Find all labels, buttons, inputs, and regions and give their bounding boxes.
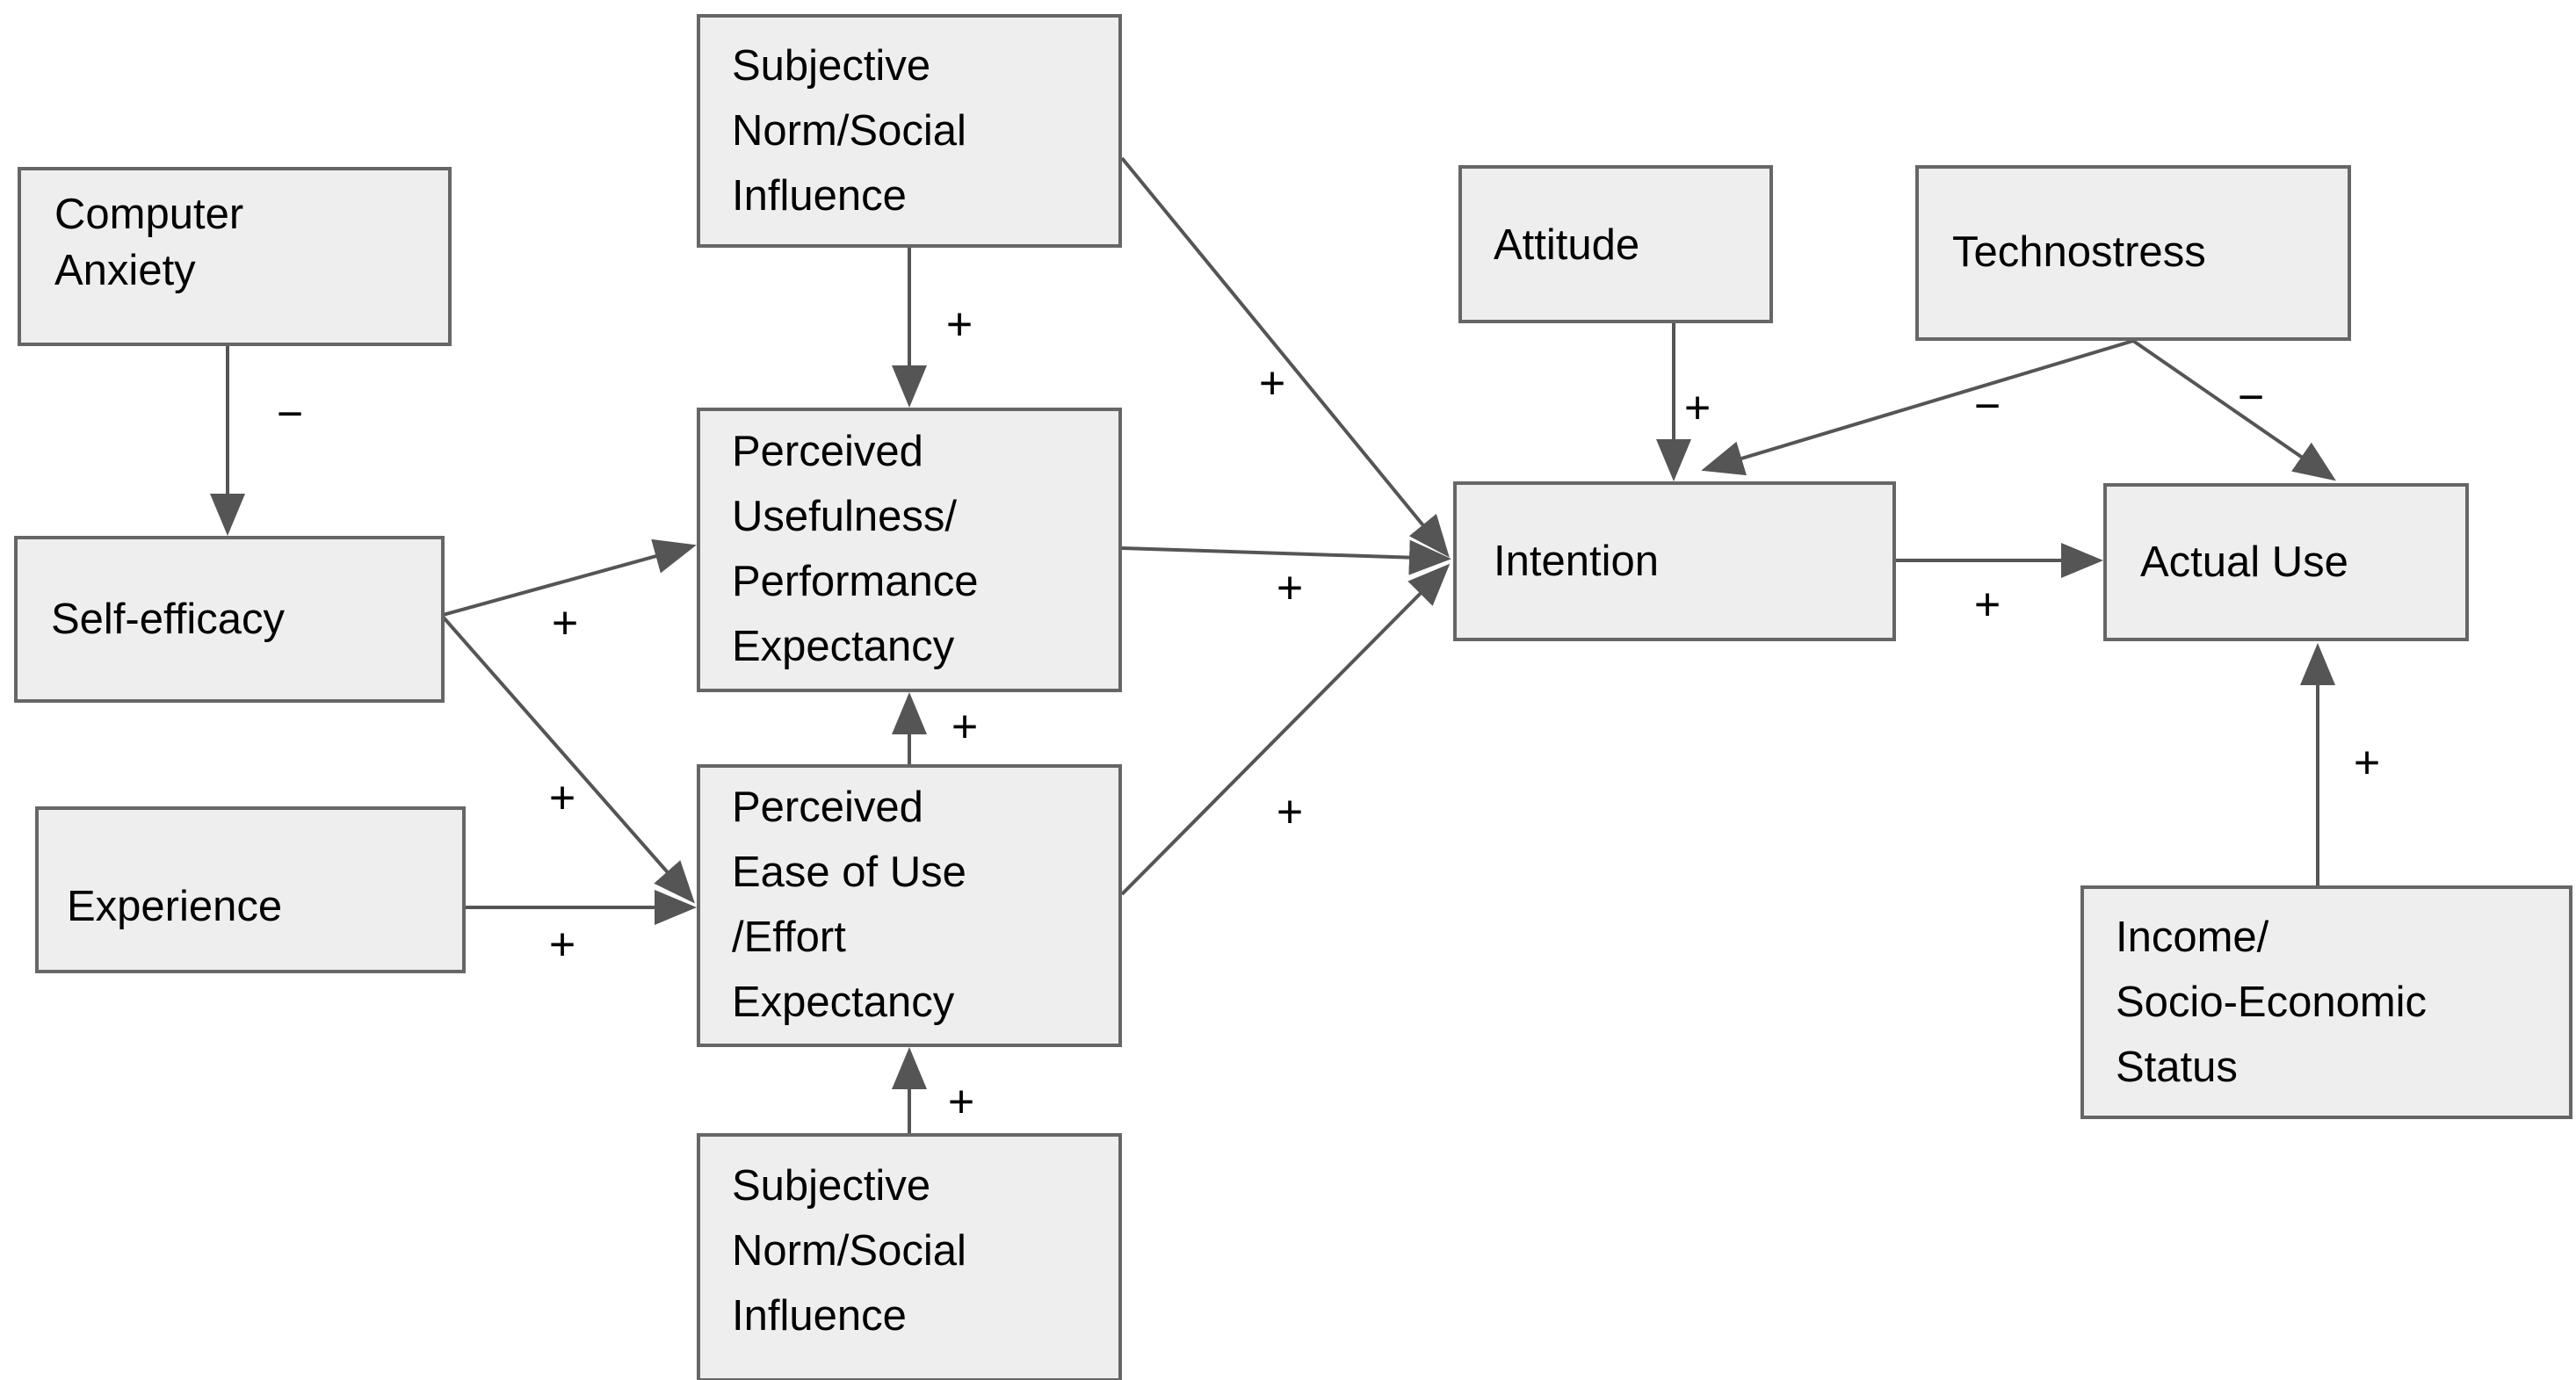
node-perceived-ease-of-use[interactable]: Perceived Ease of Use /Effort Expectancy <box>697 764 1122 1047</box>
node-perceived-usefulness[interactable]: Perceived Usefulness/ Performance Expect… <box>697 408 1122 692</box>
edge-sign-peou-to-pu: + <box>952 702 978 753</box>
edge-sn-top-to-intention <box>1120 156 1450 558</box>
nodes-layer: Computer Anxiety Self-efficacy Experienc… <box>14 14 2572 1380</box>
node-box[interactable] <box>697 14 1122 248</box>
node-label-line: Self-efficacy <box>51 596 285 643</box>
node-box[interactable] <box>697 408 1122 692</box>
node-label-line: Expectancy <box>732 623 955 670</box>
node-label-line: Technostress <box>1952 228 2206 276</box>
edge-sign-peou-to-intention: + <box>1277 787 1303 838</box>
node-label-line: Norm/Social <box>732 1227 966 1275</box>
edge-sign-experience-to-peou: + <box>549 920 575 971</box>
edge-sign-self-efficacy-to-pu: + <box>552 598 578 649</box>
node-box[interactable] <box>1453 481 1896 641</box>
edge-signs-layer: − + + + + + + + + + + − − + + <box>277 300 2380 1128</box>
node-label-line: Experience <box>67 883 282 930</box>
edge-sign-sn-top-to-pu: + <box>946 300 973 350</box>
node-label-line: Influence <box>732 172 907 220</box>
node-box[interactable] <box>35 806 466 973</box>
node-box[interactable] <box>2080 885 2572 1119</box>
edge-sign-self-efficacy-to-peou: + <box>549 773 575 824</box>
node-box[interactable] <box>14 536 445 703</box>
edge-pu-to-intention <box>1121 539 1451 575</box>
node-technostress[interactable]: Technostress <box>1915 165 2351 341</box>
node-actual-use[interactable]: Actual Use <box>2103 483 2469 641</box>
node-self-efficacy[interactable]: Self-efficacy <box>14 536 445 703</box>
node-box[interactable] <box>1915 165 2351 341</box>
node-label-line: Influence <box>732 1292 907 1340</box>
edge-sign-attitude-to-intention: + <box>1684 383 1711 434</box>
node-label-line: Intention <box>1494 538 1659 585</box>
node-label-line: Subjective <box>732 1162 930 1210</box>
node-experience[interactable]: Experience <box>35 806 466 973</box>
node-box[interactable] <box>2103 483 2469 641</box>
node-attitude[interactable]: Attitude <box>1458 165 1773 323</box>
edge-sign-sn-bottom-to-peou: + <box>948 1077 974 1128</box>
edge-sign-intention-to-actual-use: + <box>1974 580 2001 631</box>
node-label-line: Subjective <box>732 42 930 90</box>
edge-sign-technostress-to-actual-use: − <box>2238 372 2264 423</box>
node-income-socio-economic-status[interactable]: Income/ Socio-Economic Status <box>2080 885 2572 1119</box>
node-subjective-norm-bottom[interactable]: Subjective Norm/Social Influence <box>697 1133 1122 1380</box>
node-label-line: Status <box>2116 1044 2238 1091</box>
edge-self-efficacy-to-peou <box>441 615 695 904</box>
edge-self-efficacy-to-pu <box>442 538 697 617</box>
node-label-line: Usefulness/ <box>732 493 957 540</box>
edge-sign-sn-top-to-intention: + <box>1259 358 1285 409</box>
node-label-line: Perceived <box>732 428 923 475</box>
node-label-line: Ease of Use <box>732 849 966 896</box>
node-label-line: Attitude <box>1494 221 1639 269</box>
node-label-line: Anxiety <box>54 247 196 294</box>
node-box[interactable] <box>1458 165 1773 323</box>
node-box[interactable] <box>697 764 1122 1047</box>
node-label-line: Computer <box>54 191 243 238</box>
edge-sign-technostress-to-intention: − <box>1974 381 2001 432</box>
node-label-line: Norm/Social <box>732 107 966 155</box>
edge-sign-pu-to-intention: + <box>1277 563 1303 614</box>
edge-technostress-to-intention <box>1701 339 2134 476</box>
node-label-line: Expectancy <box>732 979 955 1026</box>
edge-sign-income-to-actual-use: + <box>2354 738 2380 789</box>
node-label-line: Socio-Economic <box>2116 979 2427 1026</box>
node-subjective-norm-top[interactable]: Subjective Norm/Social Influence <box>697 14 1122 248</box>
node-label-line: /Effort <box>732 914 846 961</box>
edge-sign-anxiety-to-self-efficacy: − <box>277 389 303 440</box>
node-box[interactable] <box>18 167 452 346</box>
node-label-line: Actual Use <box>2140 538 2348 586</box>
edge-technostress-to-actual-use <box>2131 339 2336 481</box>
edge-peou-to-intention <box>1120 563 1451 896</box>
node-label-line: Perceived <box>732 784 923 831</box>
node-box[interactable] <box>697 1133 1122 1380</box>
node-intention[interactable]: Intention <box>1453 481 1896 641</box>
node-label-line: Performance <box>732 558 979 605</box>
edges-layer <box>210 156 2336 1135</box>
node-label-line: Income/ <box>2116 914 2269 961</box>
node-computer-anxiety[interactable]: Computer Anxiety <box>18 167 452 346</box>
